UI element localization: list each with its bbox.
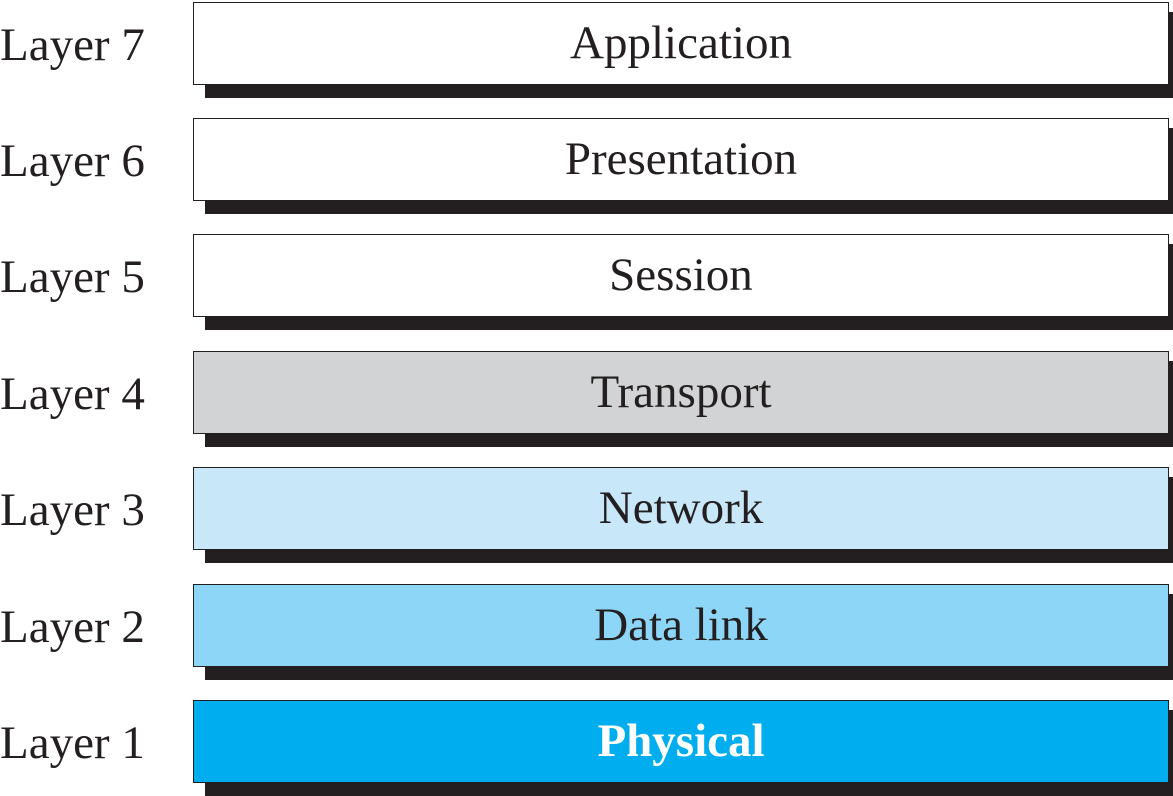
layer-row-4: Layer 4 Transport: [0, 351, 1173, 447]
layer-number-label: Layer 5: [0, 251, 145, 303]
layer-number-label: Layer 7: [0, 19, 145, 71]
layer-box-data-link: Data link: [193, 584, 1169, 667]
layer-box-session: Session: [193, 234, 1169, 317]
layer-box-physical: Physical: [193, 700, 1169, 783]
layer-number-label: Layer 6: [0, 135, 145, 187]
layer-row-7: Layer 7 Application: [0, 2, 1173, 98]
layer-number-label: Layer 1: [0, 717, 145, 769]
layer-row-6: Layer 6 Presentation: [0, 118, 1173, 214]
layer-number-label: Layer 2: [0, 601, 145, 653]
layer-box-transport: Transport: [193, 351, 1169, 434]
layer-box-network: Network: [193, 467, 1169, 550]
layer-row-3: Layer 3 Network: [0, 467, 1173, 563]
layer-row-2: Layer 2 Data link: [0, 584, 1173, 680]
layer-box-presentation: Presentation: [193, 118, 1169, 201]
layer-box-application: Application: [193, 2, 1169, 85]
layer-number-label: Layer 4: [0, 368, 145, 420]
layer-row-5: Layer 5 Session: [0, 234, 1173, 330]
layer-number-label: Layer 3: [0, 484, 145, 536]
layer-row-1: Layer 1 Physical: [0, 700, 1173, 796]
